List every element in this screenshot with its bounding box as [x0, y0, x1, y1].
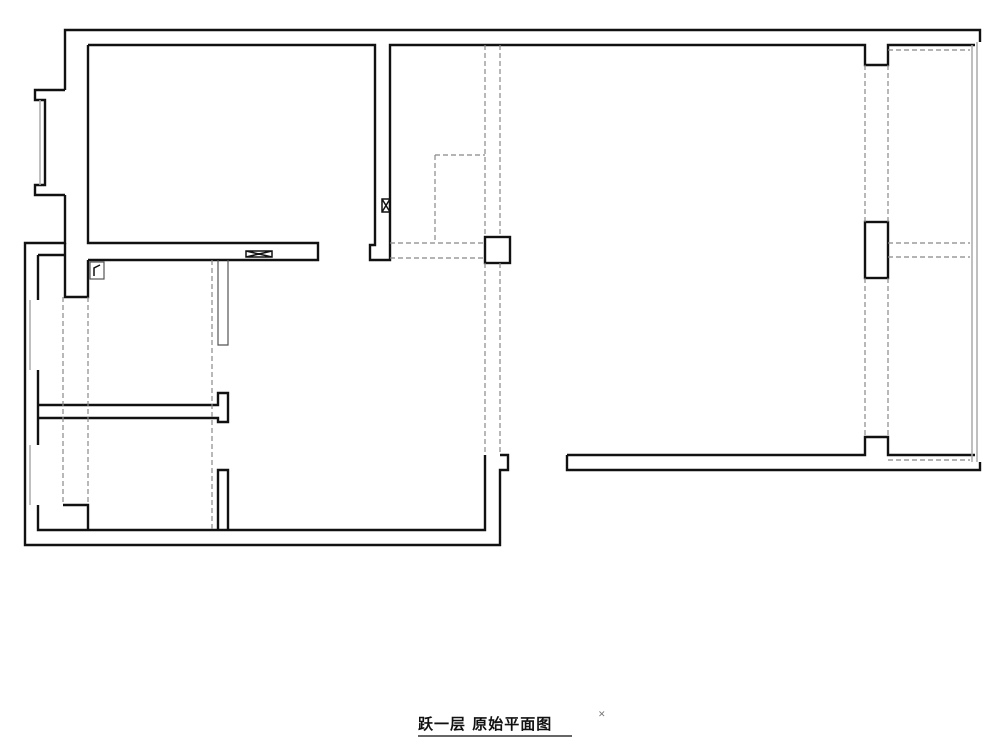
balcony-dashes	[888, 49, 970, 461]
column-right	[863, 220, 890, 280]
beam-lines	[62, 45, 889, 530]
flue-icon	[89, 261, 105, 280]
bedroom-divider-wall	[38, 391, 230, 424]
column-center	[483, 235, 512, 265]
vent-icon	[245, 250, 273, 258]
left-window-bay	[33, 88, 65, 197]
drawing-title: 跃一层 原始平面图	[418, 713, 573, 737]
partition-wall-lower	[216, 468, 230, 530]
small-mark-icon: ✕	[598, 710, 606, 720]
outer-wall-left-stub	[63, 243, 90, 299]
flue-icon-mark	[93, 264, 101, 276]
partition-wall-upper	[217, 260, 229, 346]
balcony-rail	[971, 42, 978, 462]
room-top-left-wall	[88, 43, 975, 262]
outer-wall	[23, 28, 982, 547]
vent-icon-2	[381, 198, 391, 213]
lower-left-inner-wall	[36, 253, 487, 532]
right-lower-wall	[565, 435, 982, 472]
room-top-left-inner	[86, 45, 320, 262]
